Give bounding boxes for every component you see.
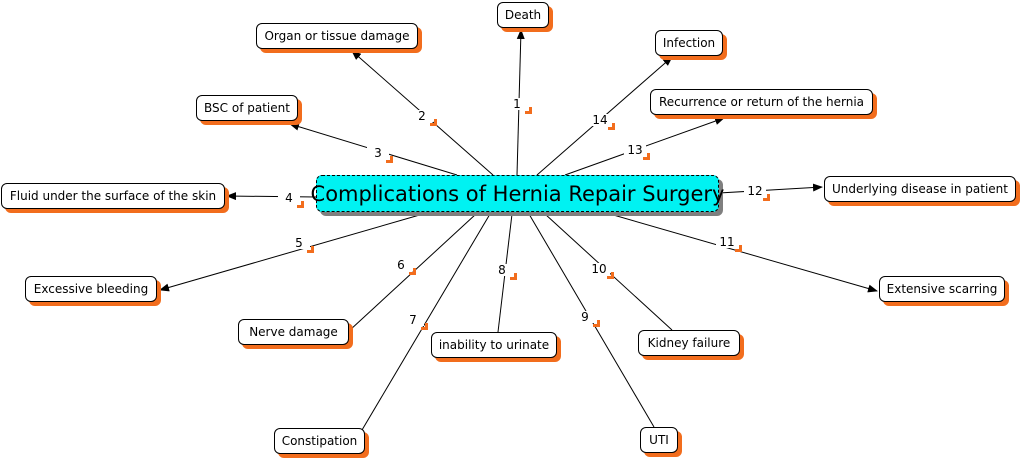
concept-node-bsc[interactable]: BSC of patient — [196, 95, 298, 121]
concept-node-constipation[interactable]: Constipation — [274, 428, 365, 454]
connector-scarring — [609, 213, 878, 293]
connector-bleeding — [159, 213, 424, 292]
edge-label-kidney: 10 — [588, 263, 614, 279]
edge-label-fluid: 4 — [278, 192, 304, 208]
concept-node-underlying[interactable]: Underlying disease in patient — [824, 176, 1016, 202]
edge-label-uti: 9 — [574, 311, 600, 327]
edge-label-death: 1 — [506, 98, 532, 114]
concept-node-scarring[interactable]: Extensive scarring — [879, 276, 1005, 302]
edge-label-bsc: 3 — [367, 147, 393, 163]
concept-node-nerve[interactable]: Nerve damage — [238, 319, 349, 345]
concept-node-organ[interactable]: Organ or tissue damage — [256, 23, 418, 49]
concept-node-bleeding[interactable]: Excessive bleeding — [25, 276, 157, 302]
edge-label-nerve: 6 — [390, 259, 416, 275]
edge-label-recurrence: 13 — [624, 144, 650, 160]
edge-label-urinate: 8 — [491, 264, 517, 280]
concept-node-urinate[interactable]: inability to urinate — [431, 332, 557, 358]
concept-node-infection[interactable]: Infection — [655, 30, 723, 56]
concept-node-death[interactable]: Death — [497, 2, 549, 28]
concept-node-fluid[interactable]: Fluid under the surface of the skin — [1, 183, 225, 209]
edge-label-infection: 14 — [589, 114, 615, 130]
concept-node-recurrence[interactable]: Recurrence or return of the hernia — [650, 89, 873, 115]
concept-node-kidney[interactable]: Kidney failure — [638, 330, 740, 356]
edge-label-organ: 2 — [411, 110, 437, 126]
edge-label-scarring: 11 — [716, 236, 742, 252]
concept-node-uti[interactable]: UTI — [640, 427, 678, 453]
edge-label-underlying: 12 — [744, 185, 770, 201]
connector-fluid — [226, 192, 317, 201]
edge-label-bleeding: 5 — [288, 237, 314, 253]
central-topic: Complications of Hernia Repair Surgery — [311, 175, 724, 212]
connector-underlying — [718, 183, 823, 194]
edge-label-constipation: 7 — [402, 314, 428, 330]
connector-constipation — [361, 213, 491, 431]
